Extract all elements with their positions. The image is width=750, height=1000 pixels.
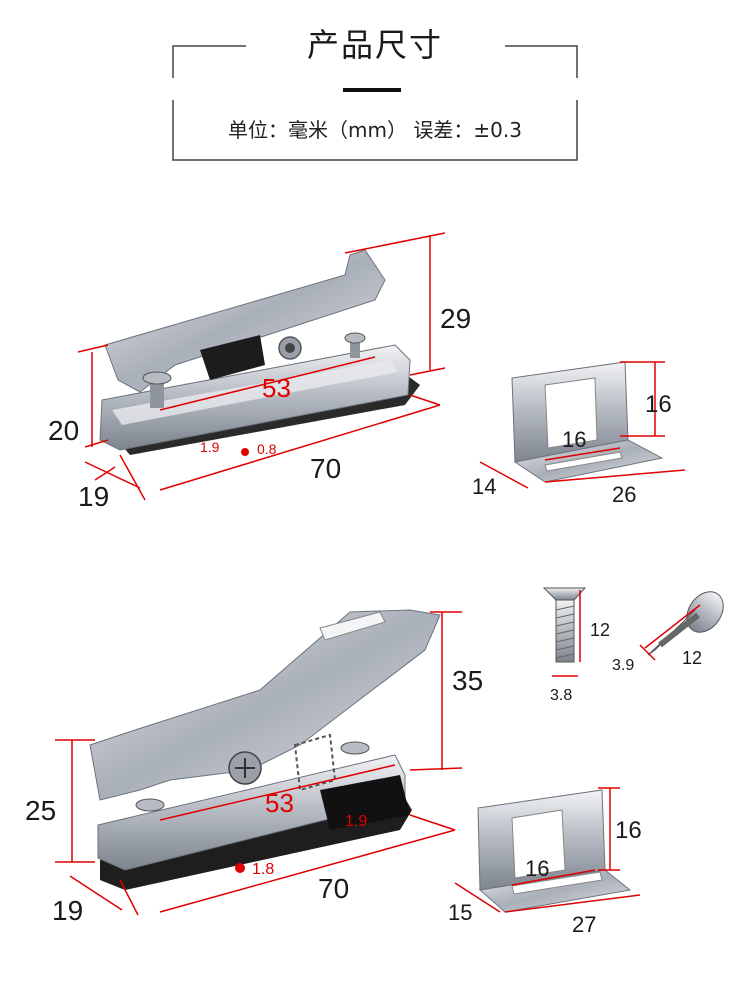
bracket-small-slot: 16 — [562, 427, 586, 452]
dim-cut-length: 53 — [262, 373, 291, 403]
punch-large-dimensions — [55, 611, 463, 916]
bracket-small — [511, 361, 664, 483]
bracket-large-height: 16 — [615, 817, 642, 844]
dim-width: 19 — [78, 481, 109, 512]
bracket-large-width: 27 — [572, 912, 596, 937]
screw-flat — [542, 587, 587, 663]
punch-large — [89, 609, 441, 890]
dim-gap-b-large: 1.8 — [252, 861, 274, 878]
unit-note: 单位：毫米（mm） 误差：±0.3 — [228, 118, 522, 142]
screw-flat-length: 12 — [590, 620, 610, 640]
dim-width-large: 19 — [52, 895, 83, 926]
punch-small-dimensions — [77, 232, 446, 501]
punch-small — [99, 249, 420, 455]
header-frame — [172, 45, 578, 161]
bracket-large-depth: 15 — [448, 900, 472, 925]
dim-gap-b: 0.8 — [257, 441, 277, 457]
bracket-small-width: 26 — [612, 482, 636, 507]
screw-pan-length: 12 — [682, 648, 702, 668]
screw-pan — [647, 591, 724, 656]
gap-marker-large — [235, 863, 245, 873]
bracket-large-slot: 16 — [525, 856, 549, 881]
bracket-small-dimensions — [479, 361, 686, 489]
screw-flat-diameter: 3.8 — [550, 687, 572, 704]
dim-height-total: 29 — [440, 303, 471, 334]
dim-height-total-large: 35 — [452, 665, 483, 696]
dim-gap-a: 1.9 — [200, 439, 220, 455]
bracket-large — [477, 789, 632, 913]
dim-height-body: 20 — [48, 415, 79, 446]
bracket-small-height: 16 — [645, 391, 672, 418]
dim-height-body-large: 25 — [25, 795, 56, 826]
title-underline — [343, 88, 401, 92]
dim-length: 70 — [310, 453, 341, 484]
dim-length-large: 70 — [318, 873, 349, 904]
screw-flat-dimensions — [552, 590, 581, 677]
screw-pan-dimensions — [639, 604, 701, 661]
gap-marker — [241, 448, 249, 456]
dim-cut-length-large: 53 — [265, 788, 294, 818]
screw-pan-diameter: 3.9 — [612, 657, 634, 674]
product-drawing: 29 20 70 19 53 1.9 0.8 16 16 14 26 12 — [25, 232, 724, 937]
bracket-large-dimensions — [454, 787, 641, 913]
dim-gap-a-large: 1.9 — [345, 813, 367, 830]
page-title: 产品尺寸 — [306, 26, 443, 64]
bracket-small-depth: 14 — [472, 474, 496, 499]
